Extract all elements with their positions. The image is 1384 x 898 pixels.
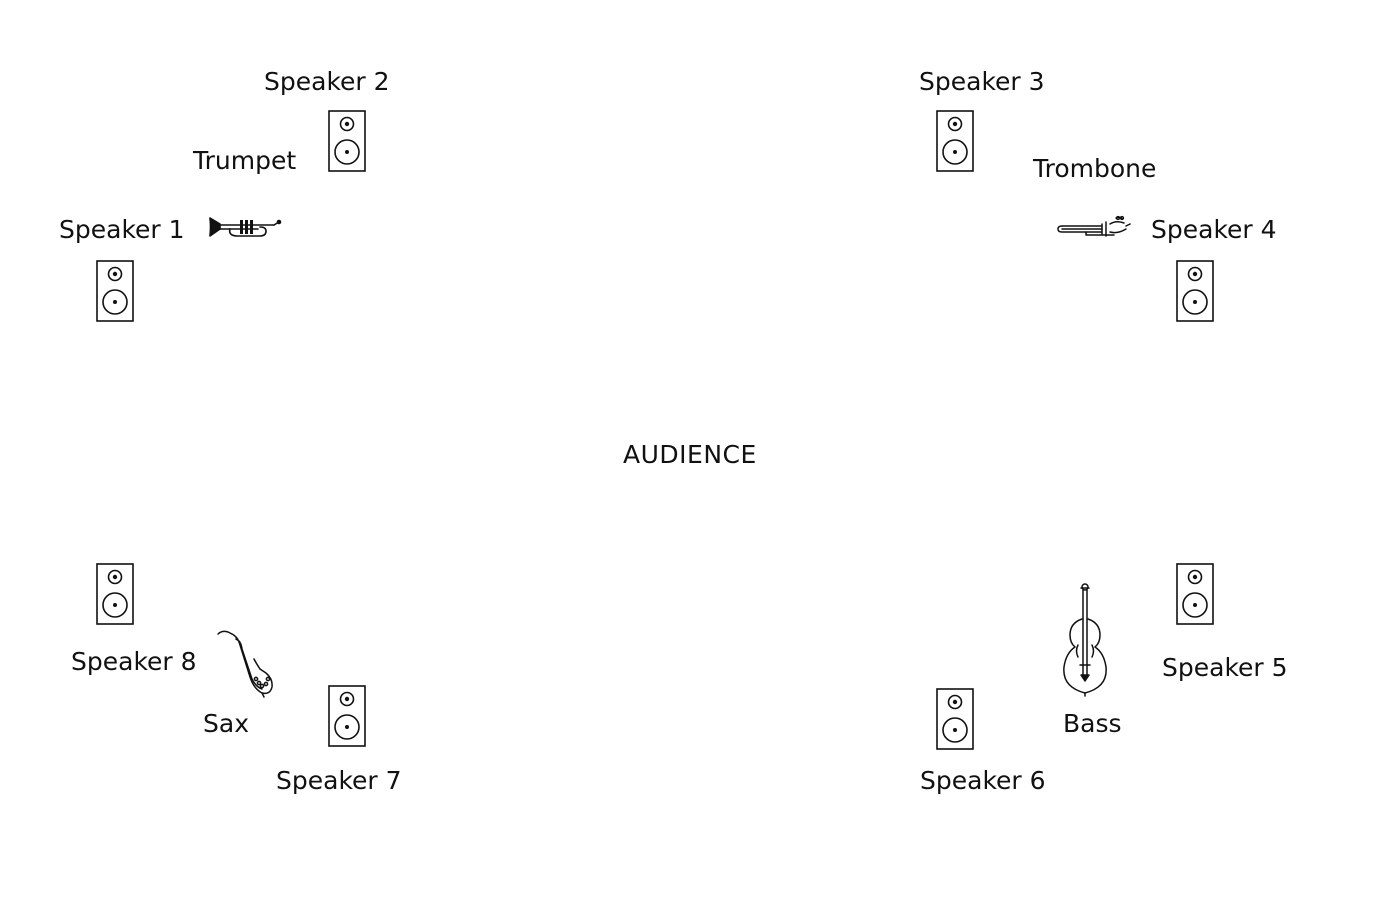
speaker-1-icon xyxy=(96,260,134,322)
speaker-6-icon xyxy=(936,688,974,750)
trumpet-label: Trumpet xyxy=(193,146,297,175)
sax-label: Sax xyxy=(203,709,249,738)
speaker-4-icon xyxy=(1176,260,1214,322)
audience-label: AUDIENCE xyxy=(623,440,757,469)
speaker-4-label: Speaker 4 xyxy=(1151,215,1277,244)
saxophone-icon xyxy=(216,629,276,701)
speaker-6-label: Speaker 6 xyxy=(920,766,1046,795)
speaker-5-label: Speaker 5 xyxy=(1162,653,1288,682)
speaker-3-icon xyxy=(936,110,974,172)
speaker-7-icon xyxy=(328,685,366,747)
trumpet-icon xyxy=(208,214,282,240)
speaker-2-icon xyxy=(328,110,366,172)
speaker-8-icon xyxy=(96,563,134,625)
speaker-5-icon xyxy=(1176,563,1214,625)
speaker-2-label: Speaker 2 xyxy=(264,67,390,96)
double-bass-icon xyxy=(1060,583,1110,697)
speaker-7-label: Speaker 7 xyxy=(276,766,402,795)
speaker-3-label: Speaker 3 xyxy=(919,67,1045,96)
trombone-icon xyxy=(1056,214,1132,240)
speaker-1-label: Speaker 1 xyxy=(59,215,185,244)
bass-label: Bass xyxy=(1063,709,1122,738)
speaker-8-label: Speaker 8 xyxy=(71,647,197,676)
trombone-label: Trombone xyxy=(1033,154,1157,183)
